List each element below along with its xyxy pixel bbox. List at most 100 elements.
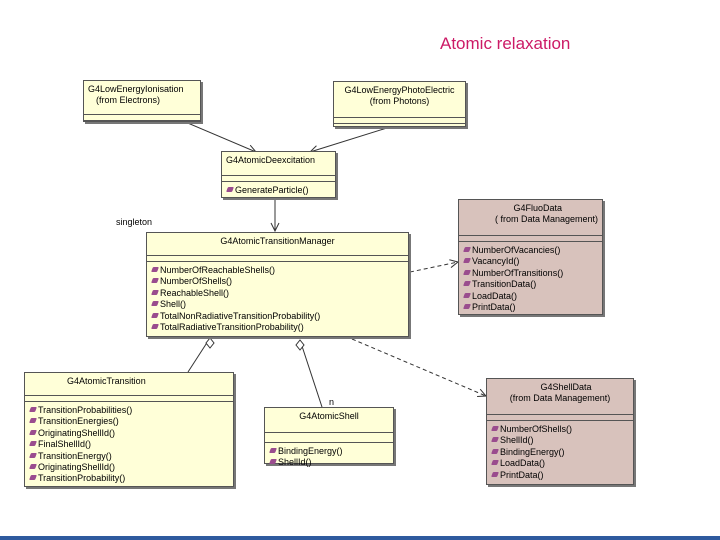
class-name: G4LowEnergyIonisation <box>88 84 184 94</box>
class-name: G4FluoData <box>513 203 562 213</box>
operation-label: GenerateParticle() <box>235 185 309 195</box>
operation-icon <box>29 407 37 412</box>
operation-item: NumberOfShells() <box>151 276 404 287</box>
operation-item: Shell() <box>151 299 404 310</box>
operation-label: TransitionProbability() <box>38 473 126 484</box>
class-name: G4AtomicTransitionManager <box>220 236 335 246</box>
operation-item: ShellId() <box>269 457 389 468</box>
class-subtitle: (from Photons) <box>369 96 430 106</box>
operation-item: NumberOfVacancies() <box>463 245 598 256</box>
operation-label: ReachableShell() <box>160 287 230 298</box>
operation-item: LoadData() <box>491 458 629 469</box>
operation-label: TransitionEnergies() <box>38 416 119 427</box>
operation-label: NumberOfReachableShells() <box>160 265 276 275</box>
operation-item: TotalNonRadiativeTransitionProbability() <box>151 310 404 322</box>
operation-label: ShellId() <box>500 435 534 446</box>
class-operations: NumberOfVacancies()VacancyId()NumberOfTr… <box>459 242 602 315</box>
operation-icon <box>463 292 471 298</box>
operation-icon <box>463 269 471 275</box>
operation-icon <box>463 304 471 310</box>
class-operations: NumberOfShells()ShellId()BindingEnergy()… <box>487 421 633 483</box>
bottom-bar <box>0 536 720 540</box>
class-attributes <box>147 256 408 262</box>
class-header: G4ShellData (from Data Management) <box>487 379 633 415</box>
operation-icon <box>29 464 37 470</box>
class-attributes <box>459 236 602 242</box>
operation-icon <box>151 301 159 307</box>
class-name: G4AtomicShell <box>299 411 359 421</box>
operation-label: OriginatingShellId() <box>38 462 116 473</box>
aggregation-manager-shell <box>299 339 323 408</box>
class-ionisation: G4LowEnergyIonisation (from Electrons) <box>83 80 201 122</box>
operation-item: BindingEnergy() <box>491 447 629 458</box>
operation-icon <box>491 437 499 443</box>
class-operations: GenerateParticle() <box>222 182 335 198</box>
aggregation-diamond-shell <box>295 339 305 351</box>
class-deexcitation: G4AtomicDeexcitation GenerateParticle() <box>221 151 336 198</box>
operation-label: NumberOfShells() <box>160 276 233 287</box>
operation-icon <box>29 452 37 458</box>
class-subtitle: (from Data Management) <box>509 393 611 403</box>
operation-label: BindingEnergy() <box>278 446 343 456</box>
operation-icon <box>269 448 277 453</box>
operation-label: TransitionProbabilities() <box>38 405 133 415</box>
operation-item: TransitionData() <box>463 279 598 290</box>
class-attributes <box>487 415 633 421</box>
operation-label: TotalNonRadiativeTransitionProbability() <box>160 310 321 321</box>
class-operations: TransitionProbabilities()TransitionEnerg… <box>25 402 233 487</box>
class-attributes <box>334 118 465 124</box>
class-operations: NumberOfReachableShells()NumberOfShells(… <box>147 262 408 335</box>
class-header: G4AtomicTransition <box>25 373 233 396</box>
class-manager: G4AtomicTransitionManager NumberOfReacha… <box>146 232 409 337</box>
operation-icon <box>226 187 234 192</box>
class-shelldata: G4ShellData (from Data Management) Numbe… <box>486 378 634 485</box>
class-name: G4ShellData <box>540 382 592 392</box>
operation-item: TransitionEnergies() <box>29 416 229 427</box>
operation-icon <box>491 460 499 466</box>
class-attributes <box>265 433 393 443</box>
operation-icon <box>29 429 37 435</box>
class-subtitle: (from Electrons) <box>96 95 161 105</box>
class-transition: G4AtomicTransition TransitionProbabiliti… <box>24 372 234 487</box>
operation-label: TotalRadiativeTransitionProbability() <box>160 322 304 333</box>
operation-item: PrintData() <box>491 470 629 481</box>
operation-icon <box>463 281 471 287</box>
association-ionisation-deexcitation <box>182 120 256 152</box>
class-attributes <box>25 396 233 402</box>
multiplicity-label: n <box>329 397 335 407</box>
class-header: G4FluoData ( from Data Management) <box>459 200 602 236</box>
operation-icon <box>29 418 37 424</box>
class-fluodata: G4FluoData ( from Data Management) Numbe… <box>458 199 603 315</box>
operation-item: VacancyId() <box>463 256 598 267</box>
singleton-label: singleton <box>116 217 153 227</box>
operation-label: ShellId() <box>278 457 312 468</box>
operation-label: NumberOfShells() <box>500 424 573 434</box>
operation-item: ReachableShell() <box>151 287 404 299</box>
class-name: G4AtomicTransition <box>67 376 146 386</box>
operation-item: NumberOfShells() <box>491 424 629 435</box>
class-header: G4AtomicTransitionManager <box>147 233 408 256</box>
class-operations: BindingEnergy()ShellId() <box>265 443 393 471</box>
operation-item: OriginatingShellId() <box>29 462 229 473</box>
operation-icon <box>151 278 159 284</box>
class-attributes <box>222 176 335 182</box>
page-title: Atomic relaxation <box>440 34 571 53</box>
operation-label: PrintData() <box>472 302 516 313</box>
operation-item: TransitionProbabilities() <box>29 405 229 416</box>
class-header: G4AtomicDeexcitation <box>222 152 335 176</box>
operation-item: NumberOfTransitions() <box>463 268 598 279</box>
operation-item: OriginatingShellId() <box>29 428 229 439</box>
operation-icon <box>463 247 471 252</box>
class-header: G4LowEnergyIonisation (from Electrons) <box>84 81 200 115</box>
operation-icon <box>491 426 499 431</box>
operation-item: TransitionProbability() <box>29 473 229 484</box>
operation-label: FinalShellId() <box>38 439 92 450</box>
operation-label: LoadData() <box>472 290 518 301</box>
association-photoelectric-deexcitation <box>310 126 391 152</box>
operation-item: PrintData() <box>463 302 598 313</box>
operation-icon <box>29 475 37 481</box>
operation-label: Shell() <box>160 299 187 310</box>
class-header: G4AtomicShell <box>265 408 393 433</box>
